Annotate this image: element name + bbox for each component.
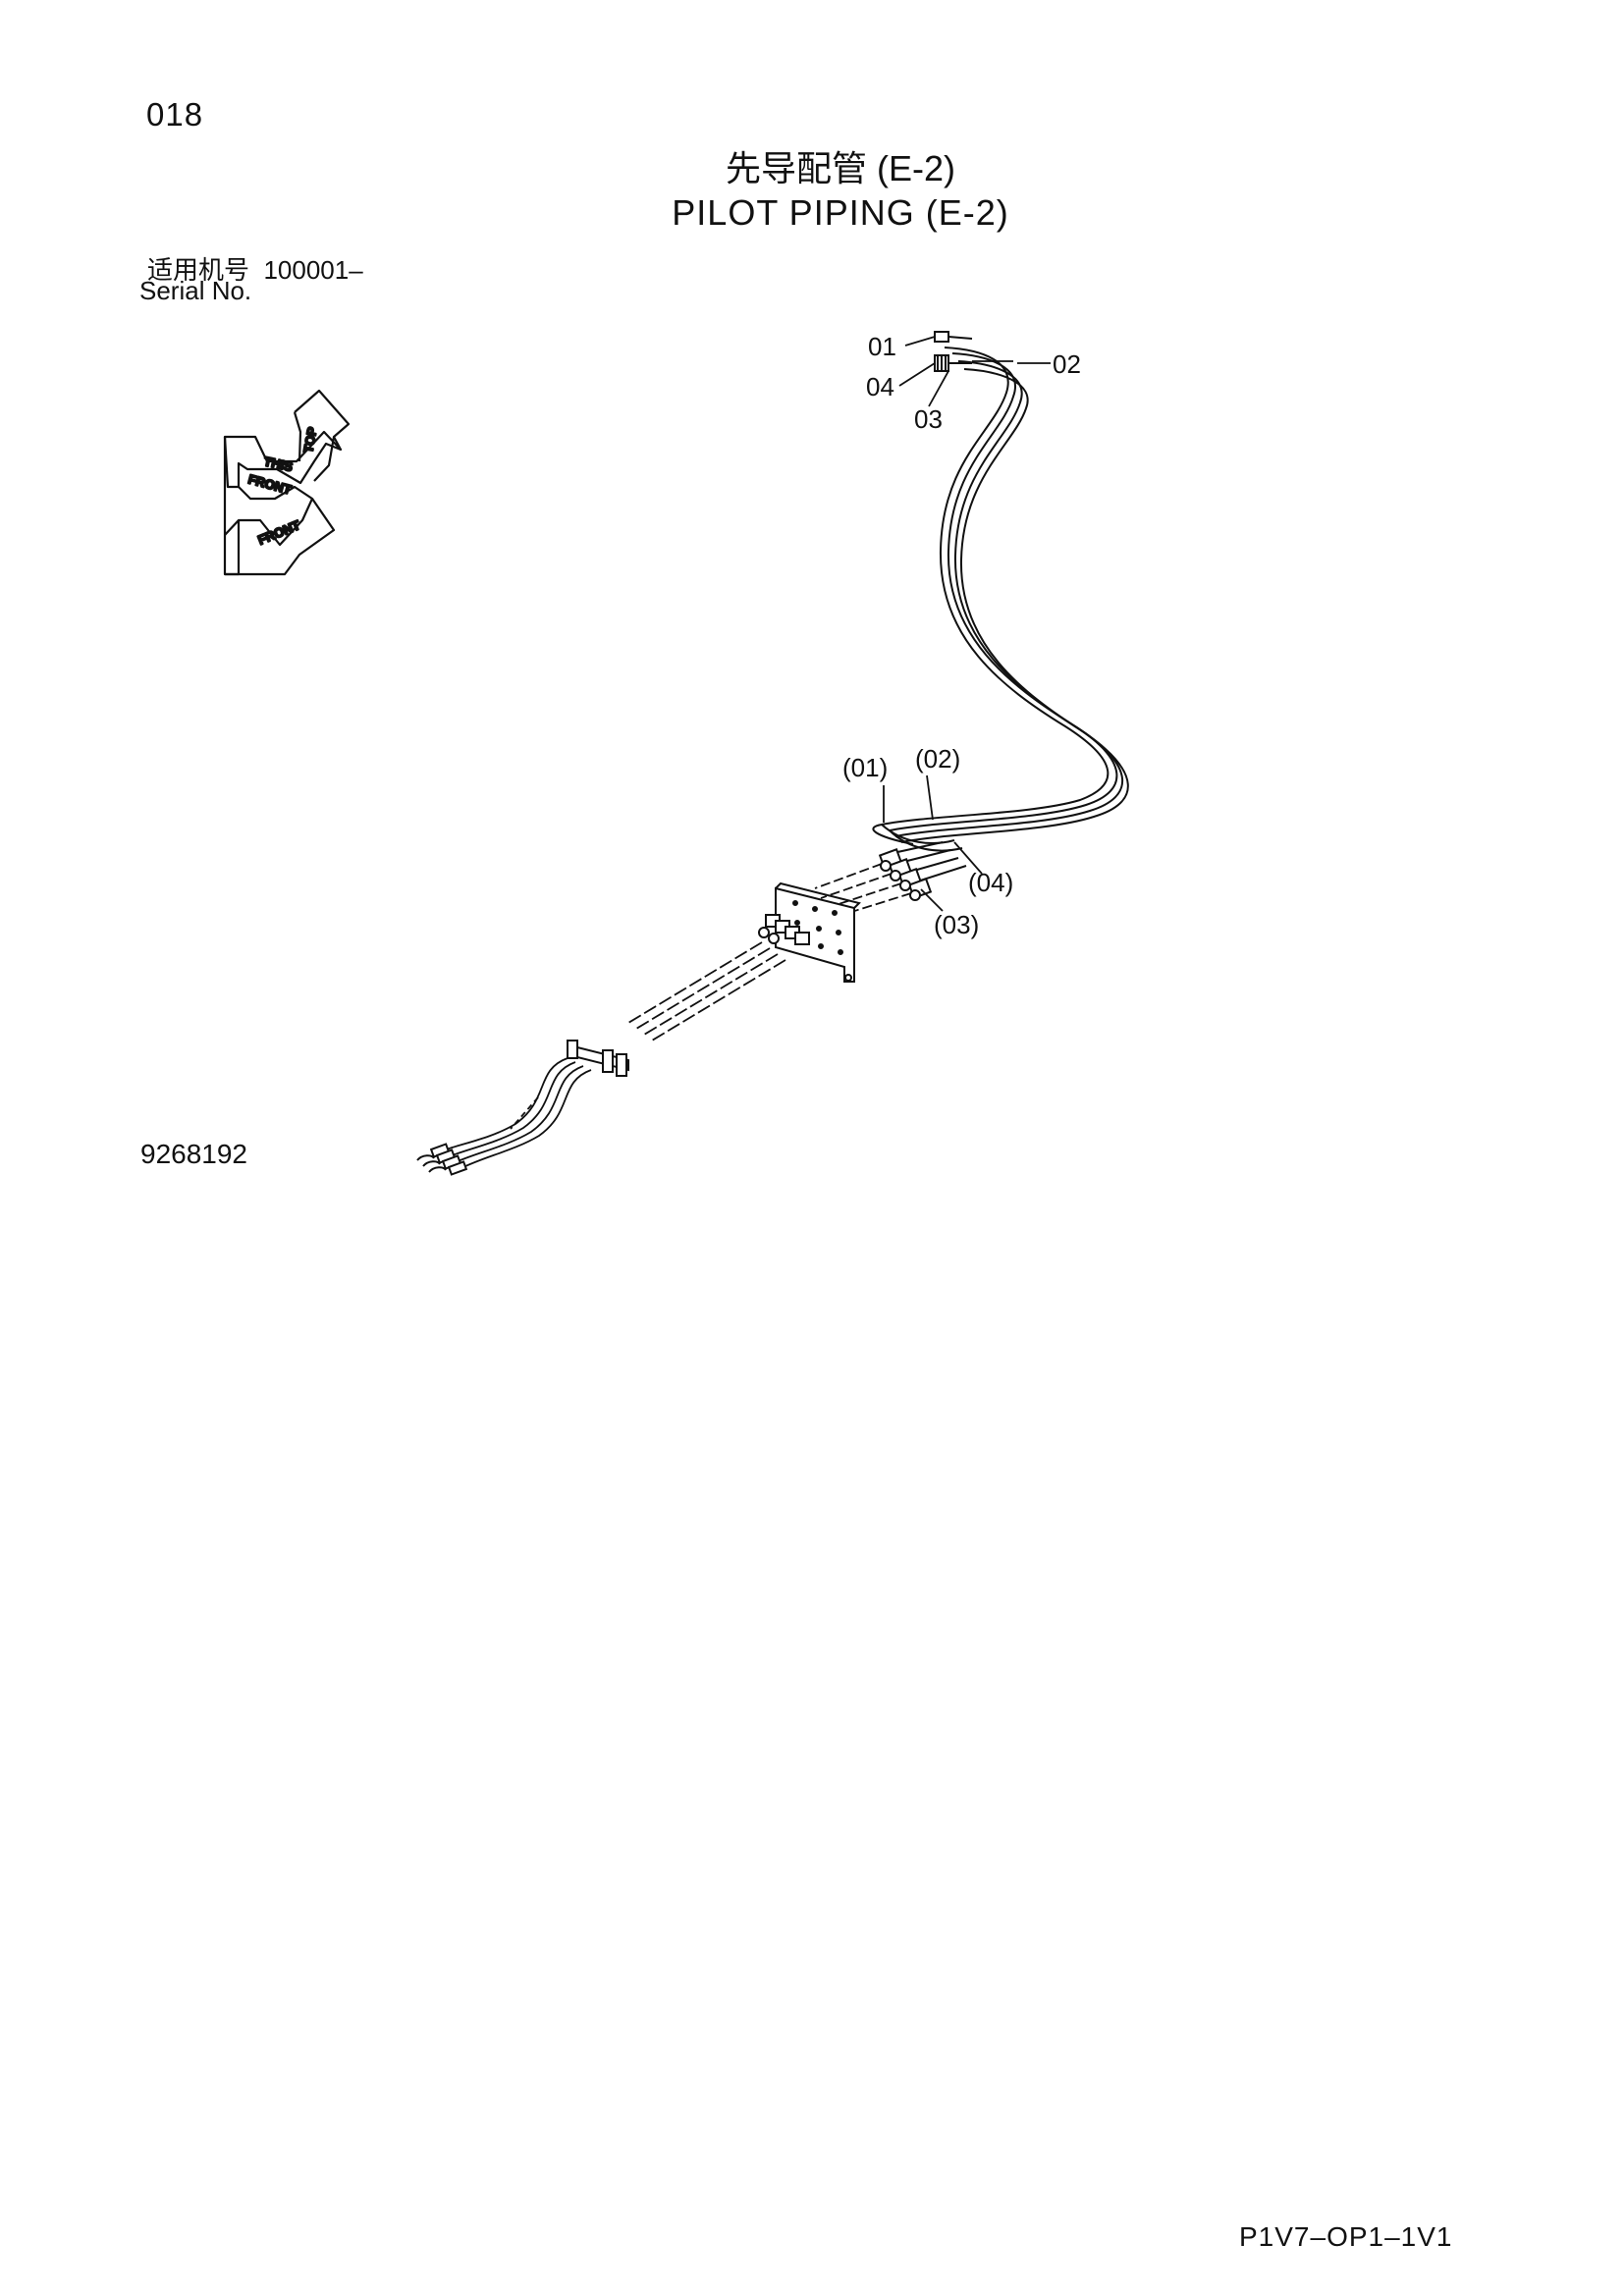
serial-label-chinese: 适用机号 100001– bbox=[147, 250, 363, 287]
hoses-to-lower-fittings bbox=[443, 1057, 592, 1169]
hose-clamp bbox=[567, 1040, 629, 1077]
pilot-hose-bundle bbox=[872, 347, 1129, 852]
top-fittings bbox=[934, 331, 973, 372]
callout-01: 01 bbox=[868, 332, 896, 361]
orientation-arrows-icon: FRONT FRONT THIS TOP bbox=[223, 389, 351, 576]
callout-01-ref: (01) bbox=[842, 753, 888, 782]
serial-number-value: 100001– bbox=[263, 255, 363, 285]
mounting-plate bbox=[758, 881, 861, 983]
callout-03: 03 bbox=[914, 404, 943, 434]
serial-label-english: Serial No. bbox=[139, 276, 252, 305]
callout-02: 02 bbox=[1053, 349, 1081, 379]
page-title-english: PILOT PIPING (E-2) bbox=[672, 192, 1009, 233]
callout-leaders bbox=[883, 336, 1013, 912]
serial-label-cn-text: 适用机号 bbox=[147, 255, 250, 285]
drawing-number: 9268192 bbox=[140, 1139, 248, 1169]
page-number: 018 bbox=[146, 96, 204, 133]
hoses-to-plate bbox=[814, 863, 912, 919]
page-title-chinese: 先导配管 (E-2) bbox=[725, 148, 955, 188]
callout-02-ref: (02) bbox=[915, 744, 960, 774]
orientation-label-top: TOP bbox=[300, 426, 319, 454]
orientation-label-this: THIS bbox=[262, 454, 294, 474]
callout-04-ref: (04) bbox=[968, 868, 1013, 897]
sheet-code: P1V7–OP1–1V1 bbox=[1239, 2221, 1453, 2252]
lower-fittings bbox=[416, 1143, 468, 1176]
callout-03-ref: (03) bbox=[934, 910, 979, 939]
hoses-to-clamp bbox=[627, 941, 786, 1041]
callout-04: 04 bbox=[866, 372, 894, 401]
